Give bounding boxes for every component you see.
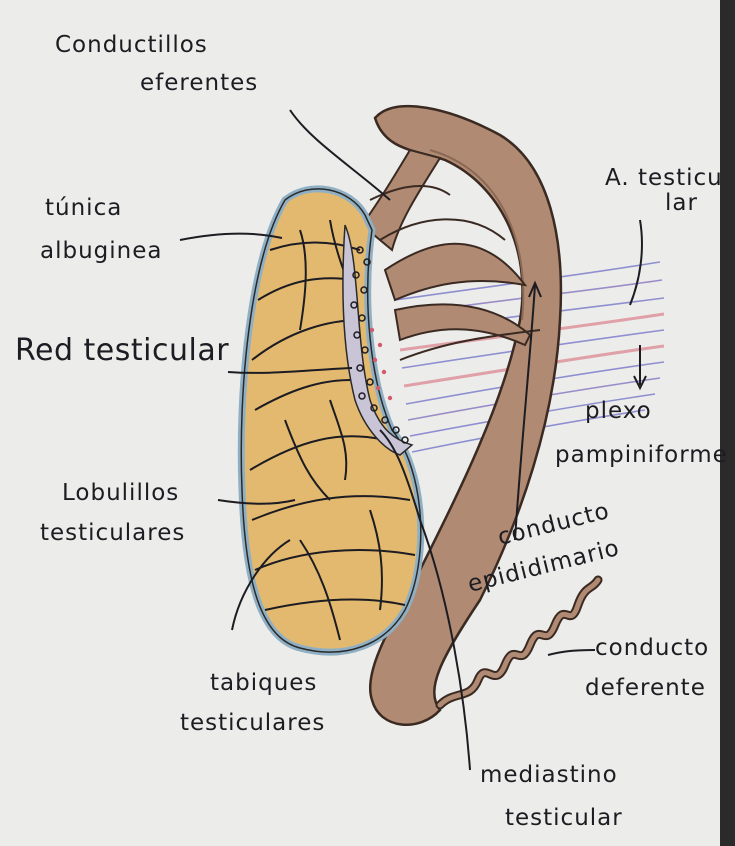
label-arteria-2: lar (665, 190, 698, 216)
label-lobulillos-2: testiculares (40, 520, 185, 546)
label-conductillos-1: Conductillos (55, 32, 208, 58)
label-mediastino-1: mediastino (480, 762, 618, 788)
label-deferente-2: deferente (585, 675, 706, 701)
label-conductillos-2: eferentes (140, 70, 258, 96)
label-tabiques-2: testiculares (180, 710, 325, 736)
label-tunica-1: túnica (45, 195, 122, 221)
label-plexo-1: plexo (585, 398, 652, 424)
label-mediastino-2: testicular (505, 805, 623, 831)
label-tabiques-1: tabiques (210, 670, 317, 696)
label-tunica-2: albuginea (40, 238, 162, 264)
label-arteria-1: A. testicu (605, 165, 723, 191)
label-deferente-1: conducto (595, 635, 709, 661)
label-lobulillos-1: Lobulillos (62, 480, 179, 506)
right-edge-shadow (720, 0, 735, 846)
label-plexo-2: pampiniforme (555, 442, 728, 468)
label-red-testicular: Red testicular (15, 333, 229, 368)
